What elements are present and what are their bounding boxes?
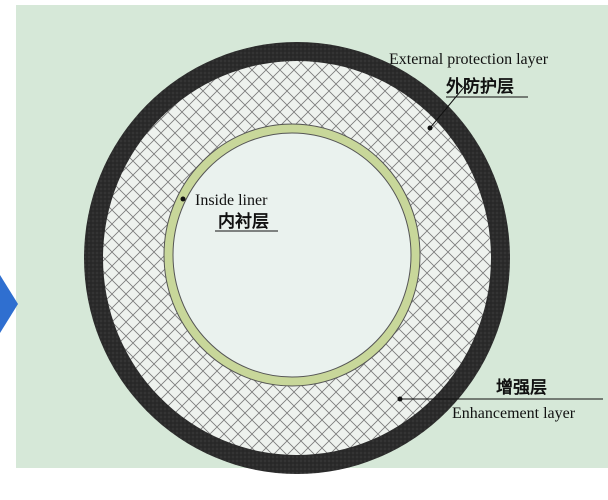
external-label-zh: 外防护层 <box>446 76 514 96</box>
pipe-core <box>172 132 412 378</box>
enhancement-label-en: Enhancement layer <box>452 405 576 422</box>
inside-label-zh: 内衬层 <box>218 211 269 231</box>
inside-label-en: Inside liner <box>195 192 268 209</box>
external-leader-line <box>429 79 471 129</box>
inside-leader-dot <box>180 196 186 202</box>
external-label-en: External protection layer <box>389 51 549 68</box>
external-leader-dot <box>427 125 433 131</box>
enhancement-label-zh: 增强层 <box>496 377 547 397</box>
blue-chevron-arrow-icon <box>0 275 18 333</box>
